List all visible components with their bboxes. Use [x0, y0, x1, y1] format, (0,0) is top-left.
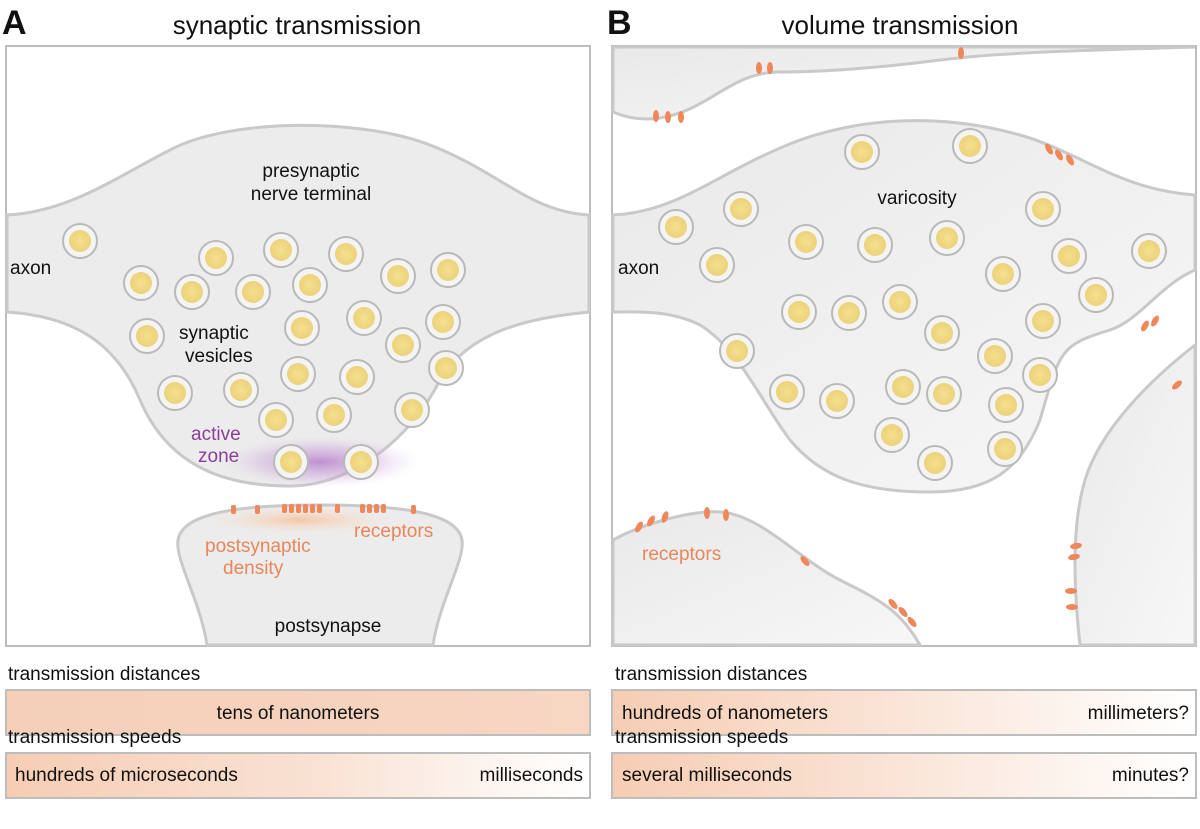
speed-bar-b — [611, 752, 1197, 799]
vesicle — [1022, 357, 1058, 393]
vesicle — [929, 220, 965, 256]
vesicle — [723, 191, 759, 227]
distance-heading-b: transmission distances — [615, 664, 807, 685]
distance-text-a: tens of nanometers — [217, 703, 380, 724]
vesicle — [719, 333, 755, 369]
vesicle — [280, 356, 316, 392]
speed-left-a: hundreds of microseconds — [15, 765, 238, 786]
vesicle — [831, 295, 867, 331]
speed-right-a: milliseconds — [480, 765, 583, 786]
vesicle — [273, 444, 309, 480]
vesicle — [328, 236, 364, 272]
vesicle — [316, 397, 352, 433]
label-postsynaptic: postsynaptic — [205, 536, 311, 557]
vesicle — [926, 376, 962, 412]
vesicle — [988, 387, 1024, 423]
vesicle — [292, 267, 328, 303]
vesicle — [987, 431, 1023, 467]
vesicle — [123, 265, 159, 301]
vesicle — [781, 294, 817, 330]
label-nerve-terminal: nerve terminal — [251, 184, 371, 205]
vesicle — [129, 318, 165, 354]
vesicle — [917, 445, 953, 481]
label-density: density — [223, 558, 284, 579]
vesicle — [223, 372, 259, 408]
label-zone: zone — [198, 446, 239, 467]
active-zone-glow — [220, 436, 420, 488]
panel-a-letter: A — [2, 4, 27, 42]
vesicle — [235, 274, 271, 310]
vesicle — [198, 240, 234, 276]
postsynaptic-density-glow — [205, 506, 395, 534]
receptors-a — [231, 504, 416, 514]
panel-a-title: synaptic transmission — [173, 10, 422, 40]
vesicle — [874, 417, 910, 453]
vesicle — [658, 209, 694, 245]
vesicle — [819, 383, 855, 419]
vesicle — [977, 338, 1013, 374]
vesicle — [788, 224, 824, 260]
vesicle — [174, 274, 210, 310]
vesicle — [394, 392, 430, 428]
vesicle — [924, 315, 960, 351]
vesicle — [263, 232, 299, 268]
vesicle — [882, 284, 918, 320]
vesicle — [157, 375, 193, 411]
vesicle — [1078, 277, 1114, 313]
vesicle — [1131, 233, 1167, 269]
vesicle — [380, 258, 416, 294]
speed-right-b: minutes? — [1112, 765, 1189, 786]
vesicle — [258, 402, 294, 438]
label-receptors-a: receptors — [354, 521, 433, 542]
label-presynaptic: presynaptic — [262, 161, 359, 182]
panel-a: A synaptic transmission — [2, 4, 591, 799]
vesicle — [346, 300, 382, 336]
bottom-right-cell — [1073, 341, 1197, 647]
panel-b-title: volume transmission — [782, 10, 1019, 40]
speed-bar-a — [5, 752, 591, 799]
receptors-b — [635, 47, 1182, 627]
panel-b-letter: B — [607, 4, 632, 42]
label-axon-a: axon — [10, 258, 51, 279]
vesicle — [339, 359, 375, 395]
vesicle — [428, 350, 464, 386]
vesicle — [1051, 238, 1087, 274]
speed-heading-a-text: transmission speeds — [8, 727, 181, 748]
vesicles-b — [658, 128, 1167, 481]
vesicle — [343, 444, 379, 480]
vesicle — [284, 310, 320, 346]
vesicle — [430, 252, 466, 288]
vesicles-a — [62, 223, 466, 480]
vesicle — [985, 256, 1021, 292]
speed-left-b: several milliseconds — [622, 765, 792, 786]
vesicle — [857, 227, 893, 263]
distance-bar-a — [5, 689, 591, 736]
label-vesicles: vesicles — [185, 346, 253, 367]
vesicle — [1025, 191, 1061, 227]
vesicle — [769, 374, 805, 410]
label-synaptic: synaptic — [179, 323, 249, 344]
distance-bar-b — [611, 689, 1197, 736]
distance-heading-a: transmission distances — [8, 664, 200, 685]
vesicle — [385, 327, 421, 363]
vesicle — [425, 304, 461, 340]
presynaptic-terminal — [5, 123, 591, 488]
speed-heading-b: transmission speeds — [615, 727, 788, 748]
label-active: active — [191, 424, 241, 445]
bottom-left-cell — [611, 510, 923, 647]
label-axon-b: axon — [618, 258, 659, 279]
label-postsynapse: postsynapse — [275, 616, 382, 637]
vesicle — [699, 247, 735, 283]
vesicle — [1025, 303, 1061, 339]
vesicle — [885, 369, 921, 405]
label-varicosity: varicosity — [877, 188, 957, 209]
distance-right-b: millimeters? — [1088, 703, 1189, 724]
panel-b: B volume transmission — [607, 4, 1197, 799]
distance-left-b: hundreds of nanometers — [622, 703, 828, 724]
vesicle — [952, 128, 988, 164]
label-receptors-b: receptors — [642, 544, 721, 565]
vesicle — [62, 223, 98, 259]
vesicle — [844, 134, 880, 170]
